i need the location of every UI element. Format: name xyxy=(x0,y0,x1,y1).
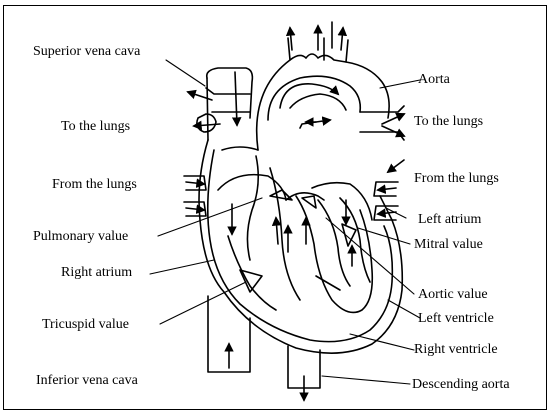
descending-aorta-shape xyxy=(288,346,320,400)
pulmonary-veins-left xyxy=(184,176,206,216)
label-right-ventricle: Right ventricle xyxy=(414,342,498,358)
label-inferior-vena-cava: Inferior vena cava xyxy=(36,373,138,389)
label-mitral-value: Mitral value xyxy=(414,237,483,253)
aorta-shape xyxy=(257,22,389,150)
label-left-ventricle: Left ventricle xyxy=(418,311,494,327)
label-tricuspid-value: Tricuspid value xyxy=(42,317,129,333)
label-superior-vena-cava: Superior vena cava xyxy=(33,44,140,60)
pulmonary-veins-right xyxy=(374,160,404,220)
label-to-the-lungs-left: To the lungs xyxy=(61,119,130,135)
label-aortic-value: Aortic value xyxy=(418,287,488,303)
heart-outline xyxy=(199,140,402,353)
leader-lines xyxy=(150,60,420,384)
superior-vena-cava-shape xyxy=(207,68,253,140)
pulmonary-artery-left xyxy=(188,88,250,132)
label-left-atrium: Left atrium xyxy=(418,212,481,228)
heart-chambers xyxy=(218,156,372,312)
label-from-the-lungs-left: From the lungs xyxy=(52,177,137,193)
label-descending-aorta: Descending aorta xyxy=(412,377,510,393)
label-pulmonary-value: Pulmonary value xyxy=(33,229,128,245)
label-right-atrium: Right atrium xyxy=(61,265,132,281)
label-from-the-lungs-right: From the lungs xyxy=(414,171,499,187)
label-to-the-lungs-right: To the lungs xyxy=(414,114,483,130)
label-aorta: Aorta xyxy=(418,72,450,88)
